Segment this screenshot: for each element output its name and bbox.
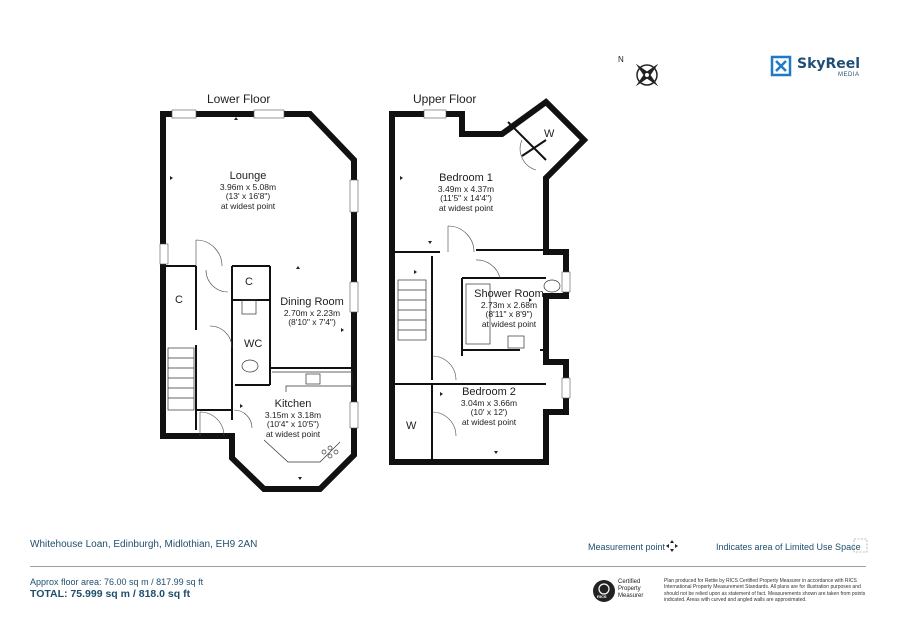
window: [561, 271, 571, 293]
door-swing: [205, 269, 229, 293]
measurement-point-marker: [341, 328, 344, 332]
measurement-point-icon: [666, 540, 678, 552]
kitchen-sink: [305, 373, 321, 385]
approx-floor-area: Approx floor area: 76.00 sq m / 817.99 s…: [30, 577, 204, 587]
rics-logo-icon: [593, 580, 615, 602]
measurement-point-marker: [529, 298, 532, 302]
wardrobe-label: W: [406, 420, 417, 432]
measurement-point-marker: [170, 176, 173, 180]
window: [349, 281, 359, 313]
upper-floor-title: Upper Floor: [413, 92, 477, 106]
measurement-point-marker: [234, 117, 238, 120]
measurement-point-marker: [296, 266, 300, 269]
property-address: Whitehouse Loan, Edinburgh, Midlothian, …: [30, 539, 258, 550]
upper-floor-plan: [389, 98, 589, 465]
upper-staircase: [397, 279, 427, 341]
window: [253, 109, 285, 119]
window: [171, 109, 197, 119]
lounge-partition-wall: [163, 265, 354, 430]
door-swing: [233, 409, 253, 429]
room-label-bedroom-2: Bedroom 2 3.04m x 3.66m (10' x 12') at w…: [460, 386, 518, 428]
room-label-dining: Dining Room 2.70m x 2.23m (8'10" x 7'4"): [280, 296, 344, 328]
compass-rose-icon: [635, 63, 659, 87]
measurement-point-marker: [400, 176, 403, 180]
brand-sub: MEDIA: [838, 72, 860, 78]
window: [423, 109, 447, 119]
door-swing: [519, 139, 537, 171]
cupboard-label: C: [175, 294, 183, 306]
kitchen-counter: [263, 439, 341, 463]
bedroom1-partition-wall: [392, 121, 547, 462]
lower-staircase: [167, 347, 195, 411]
basin: [507, 335, 525, 349]
measurement-point-marker: [440, 392, 443, 396]
shower-tray: [465, 283, 491, 345]
footer-divider: [30, 566, 866, 567]
window: [349, 179, 359, 213]
room-label-shower-room: Shower Room 2.73m x 2.68m (8'11" x 8'9")…: [474, 288, 544, 330]
door-swing: [475, 259, 501, 279]
room-label-kitchen: Kitchen 3.15m x 3.18m (10'4" x 10'5") at…: [264, 398, 322, 440]
kitchen-counter: [272, 371, 353, 392]
disclaimer-text: Plan produced for Rettie by RICS Certifi…: [664, 578, 866, 603]
brand-logo: [770, 55, 792, 82]
cupboard-label: C: [245, 276, 253, 288]
window: [349, 401, 359, 429]
measurement-point-legend: Measurement point: [588, 542, 666, 552]
room-label-lounge: Lounge 3.96m x 5.08m (13' x 16'8") at wi…: [219, 170, 277, 212]
door-swing: [195, 239, 223, 267]
window: [159, 243, 169, 265]
lower-floor-title: Lower Floor: [207, 92, 271, 106]
door-swing: [431, 411, 457, 437]
measurement-point-marker: [494, 451, 498, 454]
lower-floor-plan: [159, 109, 359, 492]
rics-certified-text: Certified Property Measurer: [618, 579, 644, 599]
limited-use-legend: Indicates area of Limited Use Space: [716, 542, 861, 552]
wc-basin: [241, 299, 257, 315]
door-swing: [431, 355, 457, 381]
door-swing: [209, 325, 233, 349]
rics-label: RICS: [597, 594, 607, 599]
measurement-point-marker: [298, 477, 302, 480]
brand-name: SkyReel: [797, 56, 861, 72]
limited-use-swatch: [853, 538, 868, 553]
wardrobe-label: W: [544, 128, 555, 140]
measurement-point-marker: [414, 270, 417, 274]
toilet: [543, 279, 561, 293]
measurement-point-marker: [240, 404, 243, 408]
door-swing: [199, 411, 225, 437]
lower-floor-outer-wall: [160, 111, 357, 492]
skyreel-logo-icon: [770, 55, 792, 77]
hob: [321, 445, 339, 459]
rics-badge: RICS Certified Property Measurer: [592, 579, 656, 603]
window: [561, 377, 571, 399]
room-label-bedroom-1: Bedroom 1 3.49m x 4.37m (11'5" x 14'4") …: [437, 172, 495, 214]
measurement-point-marker: [428, 241, 432, 244]
total-area: TOTAL: 75.999 sq m / 818.0 sq ft: [30, 588, 191, 600]
wc-label: WC: [244, 338, 263, 350]
door-swing: [447, 225, 475, 253]
compass-north-label: N: [618, 55, 624, 64]
toilet: [241, 359, 259, 373]
